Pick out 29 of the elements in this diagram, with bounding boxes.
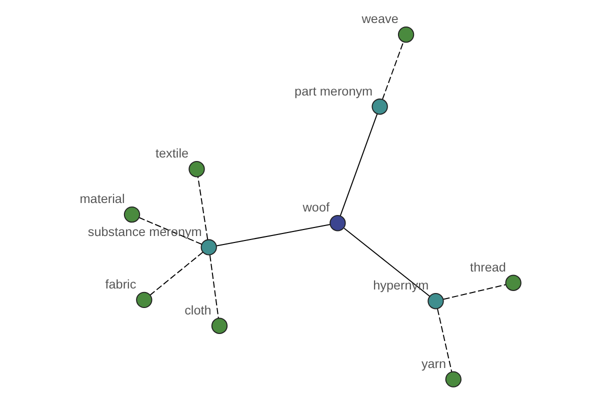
connector	[339, 114, 378, 216]
node-circle	[136, 292, 152, 308]
node-label: weave	[361, 12, 398, 26]
node-circle	[123, 206, 140, 223]
connector	[196, 176, 208, 240]
node-circle	[200, 239, 216, 256]
node-label: yarn	[420, 356, 446, 371]
node-label: woof	[302, 200, 330, 215]
node-circle	[427, 293, 444, 310]
node-circle	[504, 274, 521, 291]
connector	[216, 224, 330, 246]
connector	[208, 255, 218, 318]
node-label: part meronym	[294, 84, 372, 98]
node-circle	[210, 318, 228, 334]
connector	[442, 284, 506, 300]
node-label: material	[79, 192, 124, 206]
node-circle	[397, 26, 414, 43]
node-circle	[329, 215, 346, 232]
node-circle	[188, 161, 204, 178]
node-label: fabric	[104, 278, 136, 292]
node-circle	[371, 98, 388, 115]
connector	[436, 308, 452, 372]
node-circle	[444, 371, 461, 388]
node-label: cloth	[184, 303, 211, 318]
node-label: textile	[155, 146, 188, 161]
node-label: thread	[470, 260, 506, 274]
connector	[381, 42, 404, 100]
connector	[149, 252, 203, 296]
connector	[343, 228, 430, 297]
